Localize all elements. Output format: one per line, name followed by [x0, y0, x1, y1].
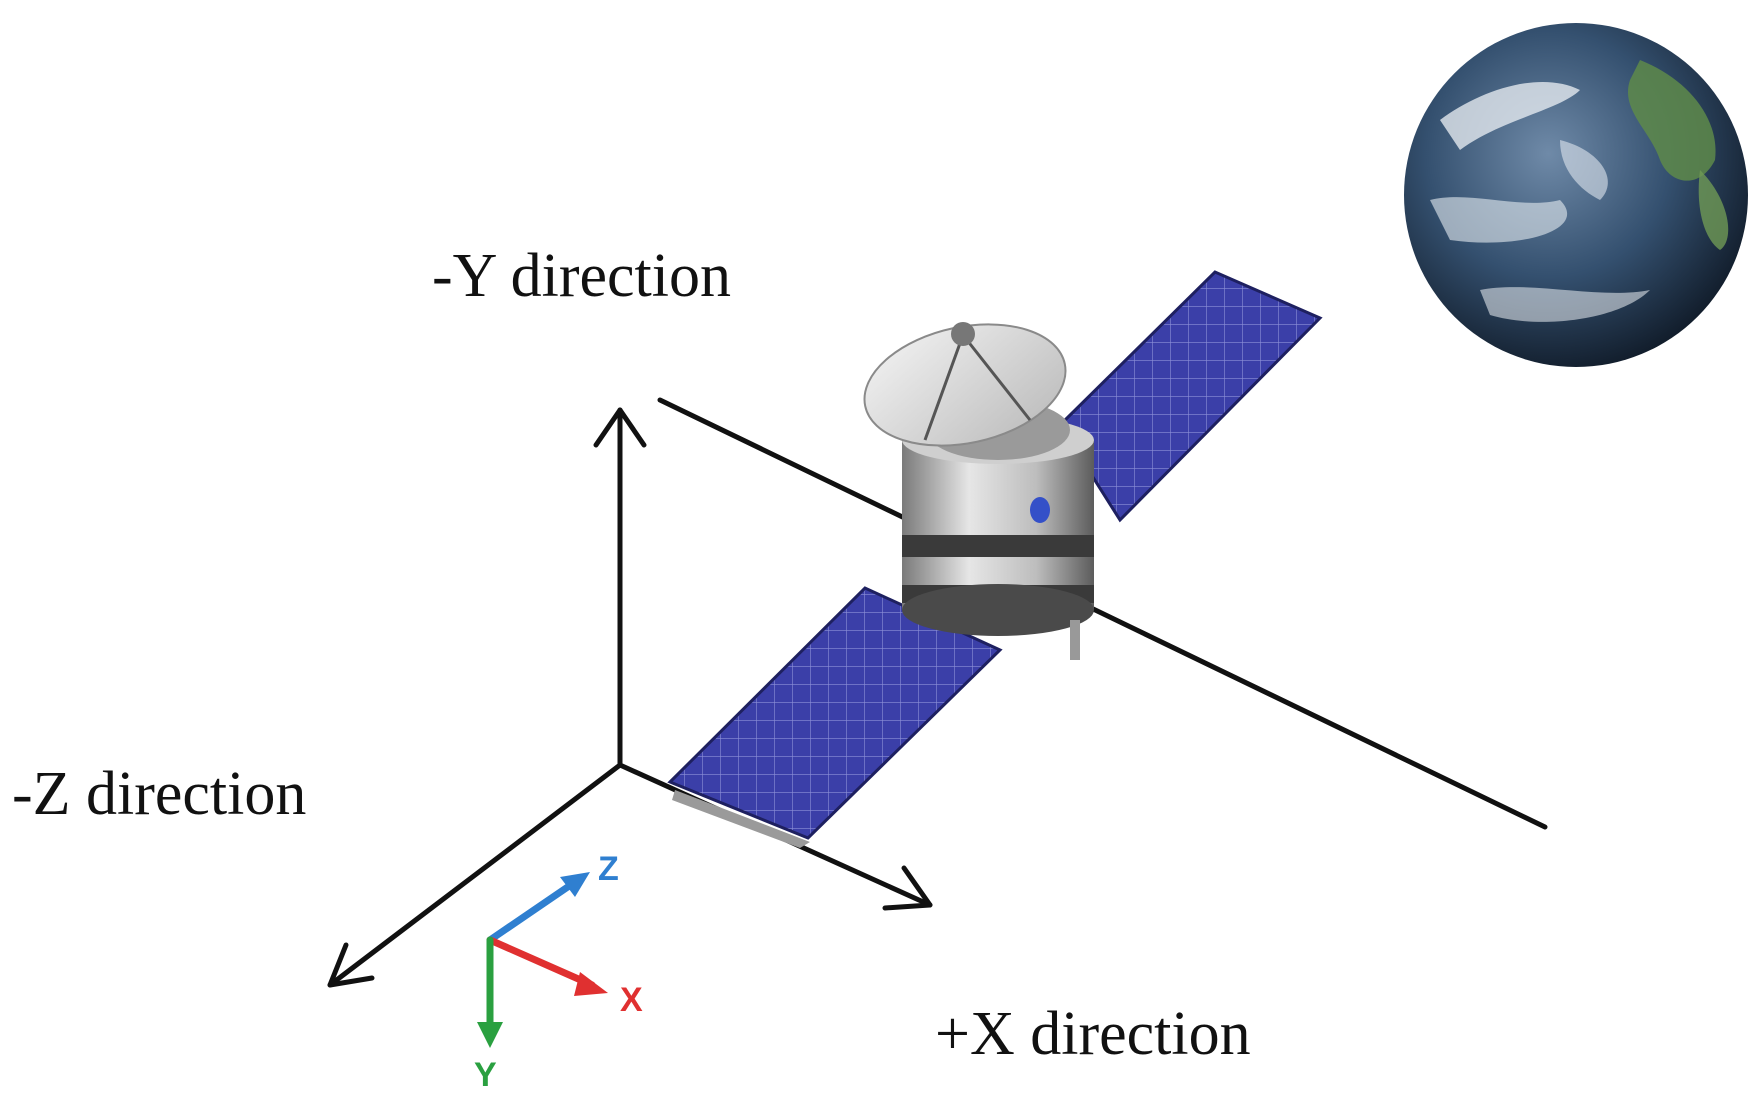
satellite-icon: [667, 270, 1323, 848]
neg-z-arrowhead: [327, 942, 375, 988]
satellite-body: [902, 440, 1094, 610]
pos-x-direction-label: +X direction: [935, 1000, 1251, 1068]
solar-panel-lower: [667, 586, 1003, 840]
neg-z-direction-label: -Z direction: [12, 760, 307, 828]
neg-y-direction-label: -Y direction: [432, 242, 731, 310]
earth-icon: [1404, 23, 1748, 367]
triad-x-label: X: [620, 981, 643, 1019]
triad-y-label: Y: [474, 1056, 497, 1094]
satellite-boom-line: [657, 397, 1548, 830]
coordinate-triad: [477, 872, 608, 1048]
pos-x-arrowhead: [882, 865, 933, 911]
neg-z-axis: [327, 762, 623, 988]
triad-z-label: Z: [598, 850, 619, 888]
neg-y-arrowhead: [593, 407, 647, 448]
triad-z-axis: [486, 878, 579, 944]
triad-x-axis: [486, 936, 596, 989]
solar-panel-upper: [1058, 270, 1323, 523]
